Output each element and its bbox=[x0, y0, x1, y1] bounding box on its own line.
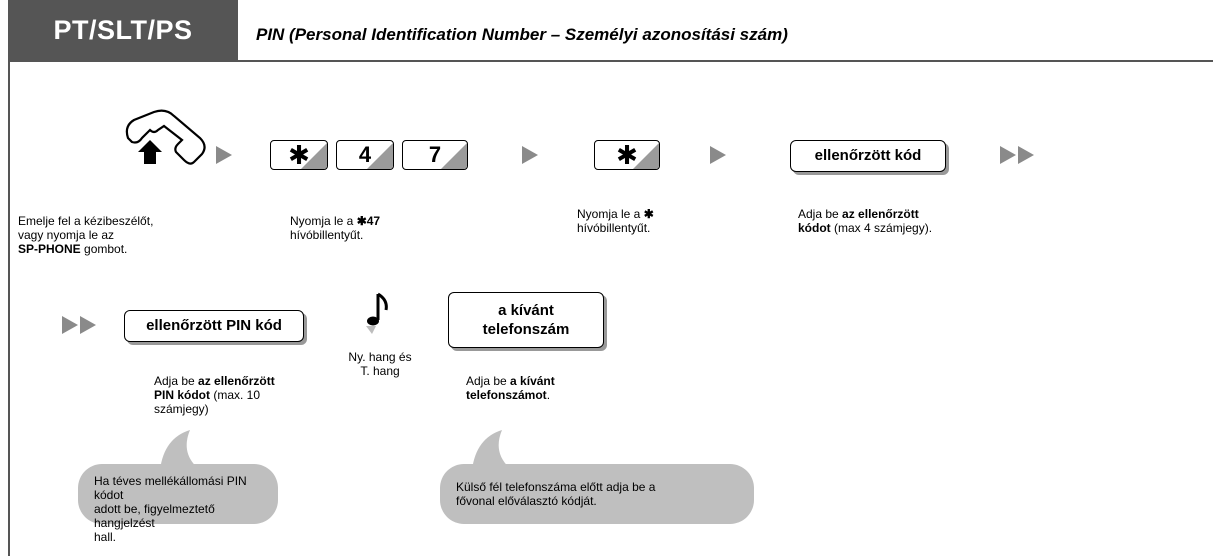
digit-7-key: 7 bbox=[402, 140, 468, 170]
step-arrow bbox=[522, 146, 538, 164]
header-divider bbox=[8, 60, 1213, 62]
dial47-description: Nyomja le a ✱47 hívóbillentyűt. bbox=[290, 214, 381, 242]
tone-note-icon bbox=[366, 292, 388, 334]
header-label: PT/SLT/PS bbox=[8, 0, 238, 60]
tone-description: Ny. hang és T. hang bbox=[348, 350, 412, 378]
step-arrow-double bbox=[1000, 146, 1016, 164]
star-key: ✱ bbox=[594, 140, 660, 170]
page-frame bbox=[8, 0, 1213, 556]
verified-pin-description: Adja be az ellenőrzött PIN kódot (max. 1… bbox=[154, 374, 275, 416]
offhook-description: Emelje fel a kézibeszélőt, vagy nyomja l… bbox=[18, 214, 154, 256]
verified-code-box: ellenőrzött kód bbox=[790, 140, 946, 172]
note-bubble-tail bbox=[472, 430, 512, 470]
verified-pin-box: ellenőrzött PIN kód bbox=[124, 310, 304, 342]
phone-number-description: Adja be a kívánt telefonszámot. bbox=[466, 374, 555, 402]
handset-offhook-icon bbox=[125, 109, 206, 165]
dialstar-description: Nyomja le a ✱ hívóbillentyűt. bbox=[577, 207, 654, 235]
phone-number-box: a kívánt telefonszám bbox=[448, 292, 604, 348]
step-arrow-double bbox=[1018, 146, 1034, 164]
page-title: PIN (Personal Identification Number – Sz… bbox=[256, 25, 788, 44]
step-arrow-double bbox=[80, 316, 96, 334]
star-key: ✱ bbox=[270, 140, 328, 170]
note-bubble-line-access: Külső fél telefonszáma előtt adja be a f… bbox=[440, 464, 754, 524]
step-arrow-double bbox=[62, 316, 78, 334]
digit-4-key: 4 bbox=[336, 140, 394, 170]
step-arrow bbox=[216, 146, 232, 164]
verified-code-description: Adja be az ellenőrzött kódot (max 4 szám… bbox=[798, 207, 933, 235]
note-bubble-tail bbox=[160, 430, 200, 470]
step-arrow bbox=[710, 146, 726, 164]
note-bubble-pin-warning: Ha téves mellékállomási PIN kódot adott … bbox=[78, 464, 278, 544]
